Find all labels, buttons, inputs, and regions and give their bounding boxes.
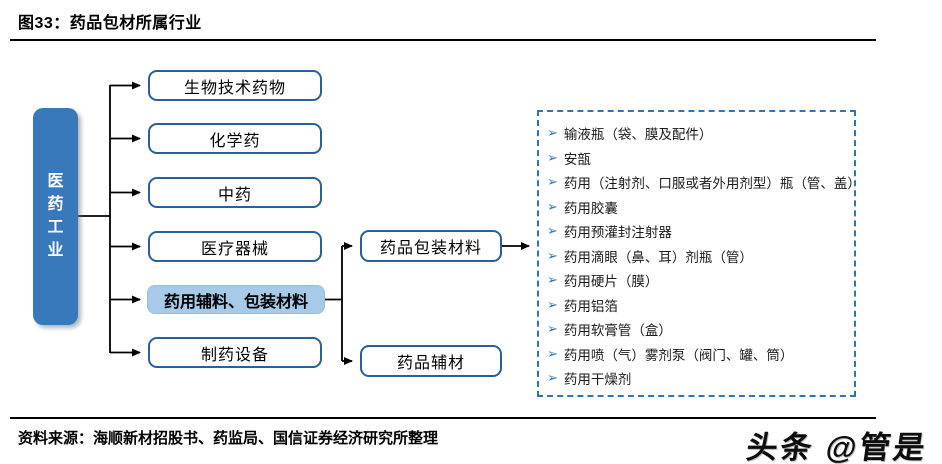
list-item: ➢ 药用硬片（膜） (547, 268, 846, 293)
list-item-label: 药用硬片（膜） (563, 274, 659, 290)
node-medical-devices: 医疗器械 (148, 231, 322, 262)
list-item: ➢ 药用胶囊 (547, 195, 846, 220)
list-item: ➢ 输液瓶（袋、膜及配件） (547, 121, 846, 146)
arrow-bullet-icon: ➢ (547, 125, 558, 141)
packaging-items-list: ➢ 输液瓶（袋、膜及配件） ➢ 安瓿 ➢ 药用（注射剂、口服或者外用剂型）瓶（管、盖）… (547, 121, 861, 391)
root-char: 业 (47, 242, 64, 259)
list-item-label: 药用铝箔 (563, 298, 618, 314)
list-item-label: 药用预灌封注射器 (563, 225, 672, 241)
list-item: ➢ 药用滴眼（鼻、耳）剂瓶（管） (547, 244, 846, 269)
node-pharma-equipment: 制药设备 (148, 337, 322, 368)
list-item: ➢ 药用软膏管（盒） (547, 317, 846, 342)
list-item-label: 药用软膏管（盒） (563, 323, 672, 339)
root-char: 药 (47, 196, 64, 213)
arrow-bullet-icon: ➢ (547, 223, 558, 239)
arrow-bullet-icon: ➢ (547, 149, 558, 165)
figure-title: 图33：药品包材所属行业 (18, 15, 202, 32)
node-drug-packaging-materials: 药品包装材料 (360, 230, 502, 262)
list-item-label: 药用胶囊 (563, 200, 618, 216)
node-drug-auxiliary-materials: 药品辅材 (360, 345, 502, 377)
list-item-label: 输液瓶（袋、膜及配件） (563, 127, 713, 143)
title-divider (10, 39, 876, 41)
arrow-bullet-icon: ➢ (547, 272, 558, 288)
root-char: 工 (47, 219, 64, 236)
root-char: 医 (47, 173, 64, 190)
node-chemical-drugs: 化学药 (148, 123, 322, 154)
arrow-bullet-icon: ➢ (547, 296, 558, 312)
list-item: ➢ 药用干燥剂 (547, 366, 846, 391)
arrow-bullet-icon: ➢ (547, 370, 558, 386)
list-item-label: 药用喷（气）雾剂泵（阀门、罐、筒） (563, 347, 794, 363)
node-excipients-packaging-highlighted: 药用辅料、包装材料 (147, 285, 325, 314)
source-attribution: 资料来源：海顺新材招股书、药监局、国信证券经济研究所整理 (18, 430, 439, 447)
list-item-label: 安瓿 (563, 151, 591, 167)
list-item: ➢ 药用（注射剂、口服或者外用剂型）瓶（管、盖） (547, 170, 861, 195)
list-item-label: 药用（注射剂、口服或者外用剂型）瓶（管、盖） (563, 176, 861, 192)
arrow-bullet-icon: ➢ (547, 321, 558, 337)
list-item: ➢ 安瓿 (547, 146, 846, 171)
list-item: ➢ 药用铝箔 (547, 293, 846, 318)
arrow-bullet-icon: ➢ (547, 345, 558, 361)
root-node-pharma-industry: 医 药 工 业 (33, 108, 78, 325)
node-traditional-medicine: 中药 (148, 177, 322, 208)
list-item: ➢ 药用预灌封注射器 (547, 219, 846, 244)
arrow-bullet-icon: ➢ (547, 247, 558, 263)
toutiao-watermark: 头条 @管是 (744, 430, 931, 464)
arrow-bullet-icon: ➢ (547, 198, 558, 214)
list-item: ➢ 药用喷（气）雾剂泵（阀门、罐、筒） (547, 342, 846, 367)
list-item-label: 药用干燥剂 (563, 372, 632, 388)
list-item-label: 药用滴眼（鼻、耳）剂瓶（管） (563, 249, 753, 265)
packaging-items-panel: ➢ 输液瓶（袋、膜及配件） ➢ 安瓿 ➢ 药用（注射剂、口服或者外用剂型）瓶（管、盖）… (537, 110, 861, 397)
node-biotech-drugs: 生物技术药物 (148, 70, 322, 101)
arrow-bullet-icon: ➢ (547, 174, 558, 190)
footer-divider (10, 417, 876, 419)
